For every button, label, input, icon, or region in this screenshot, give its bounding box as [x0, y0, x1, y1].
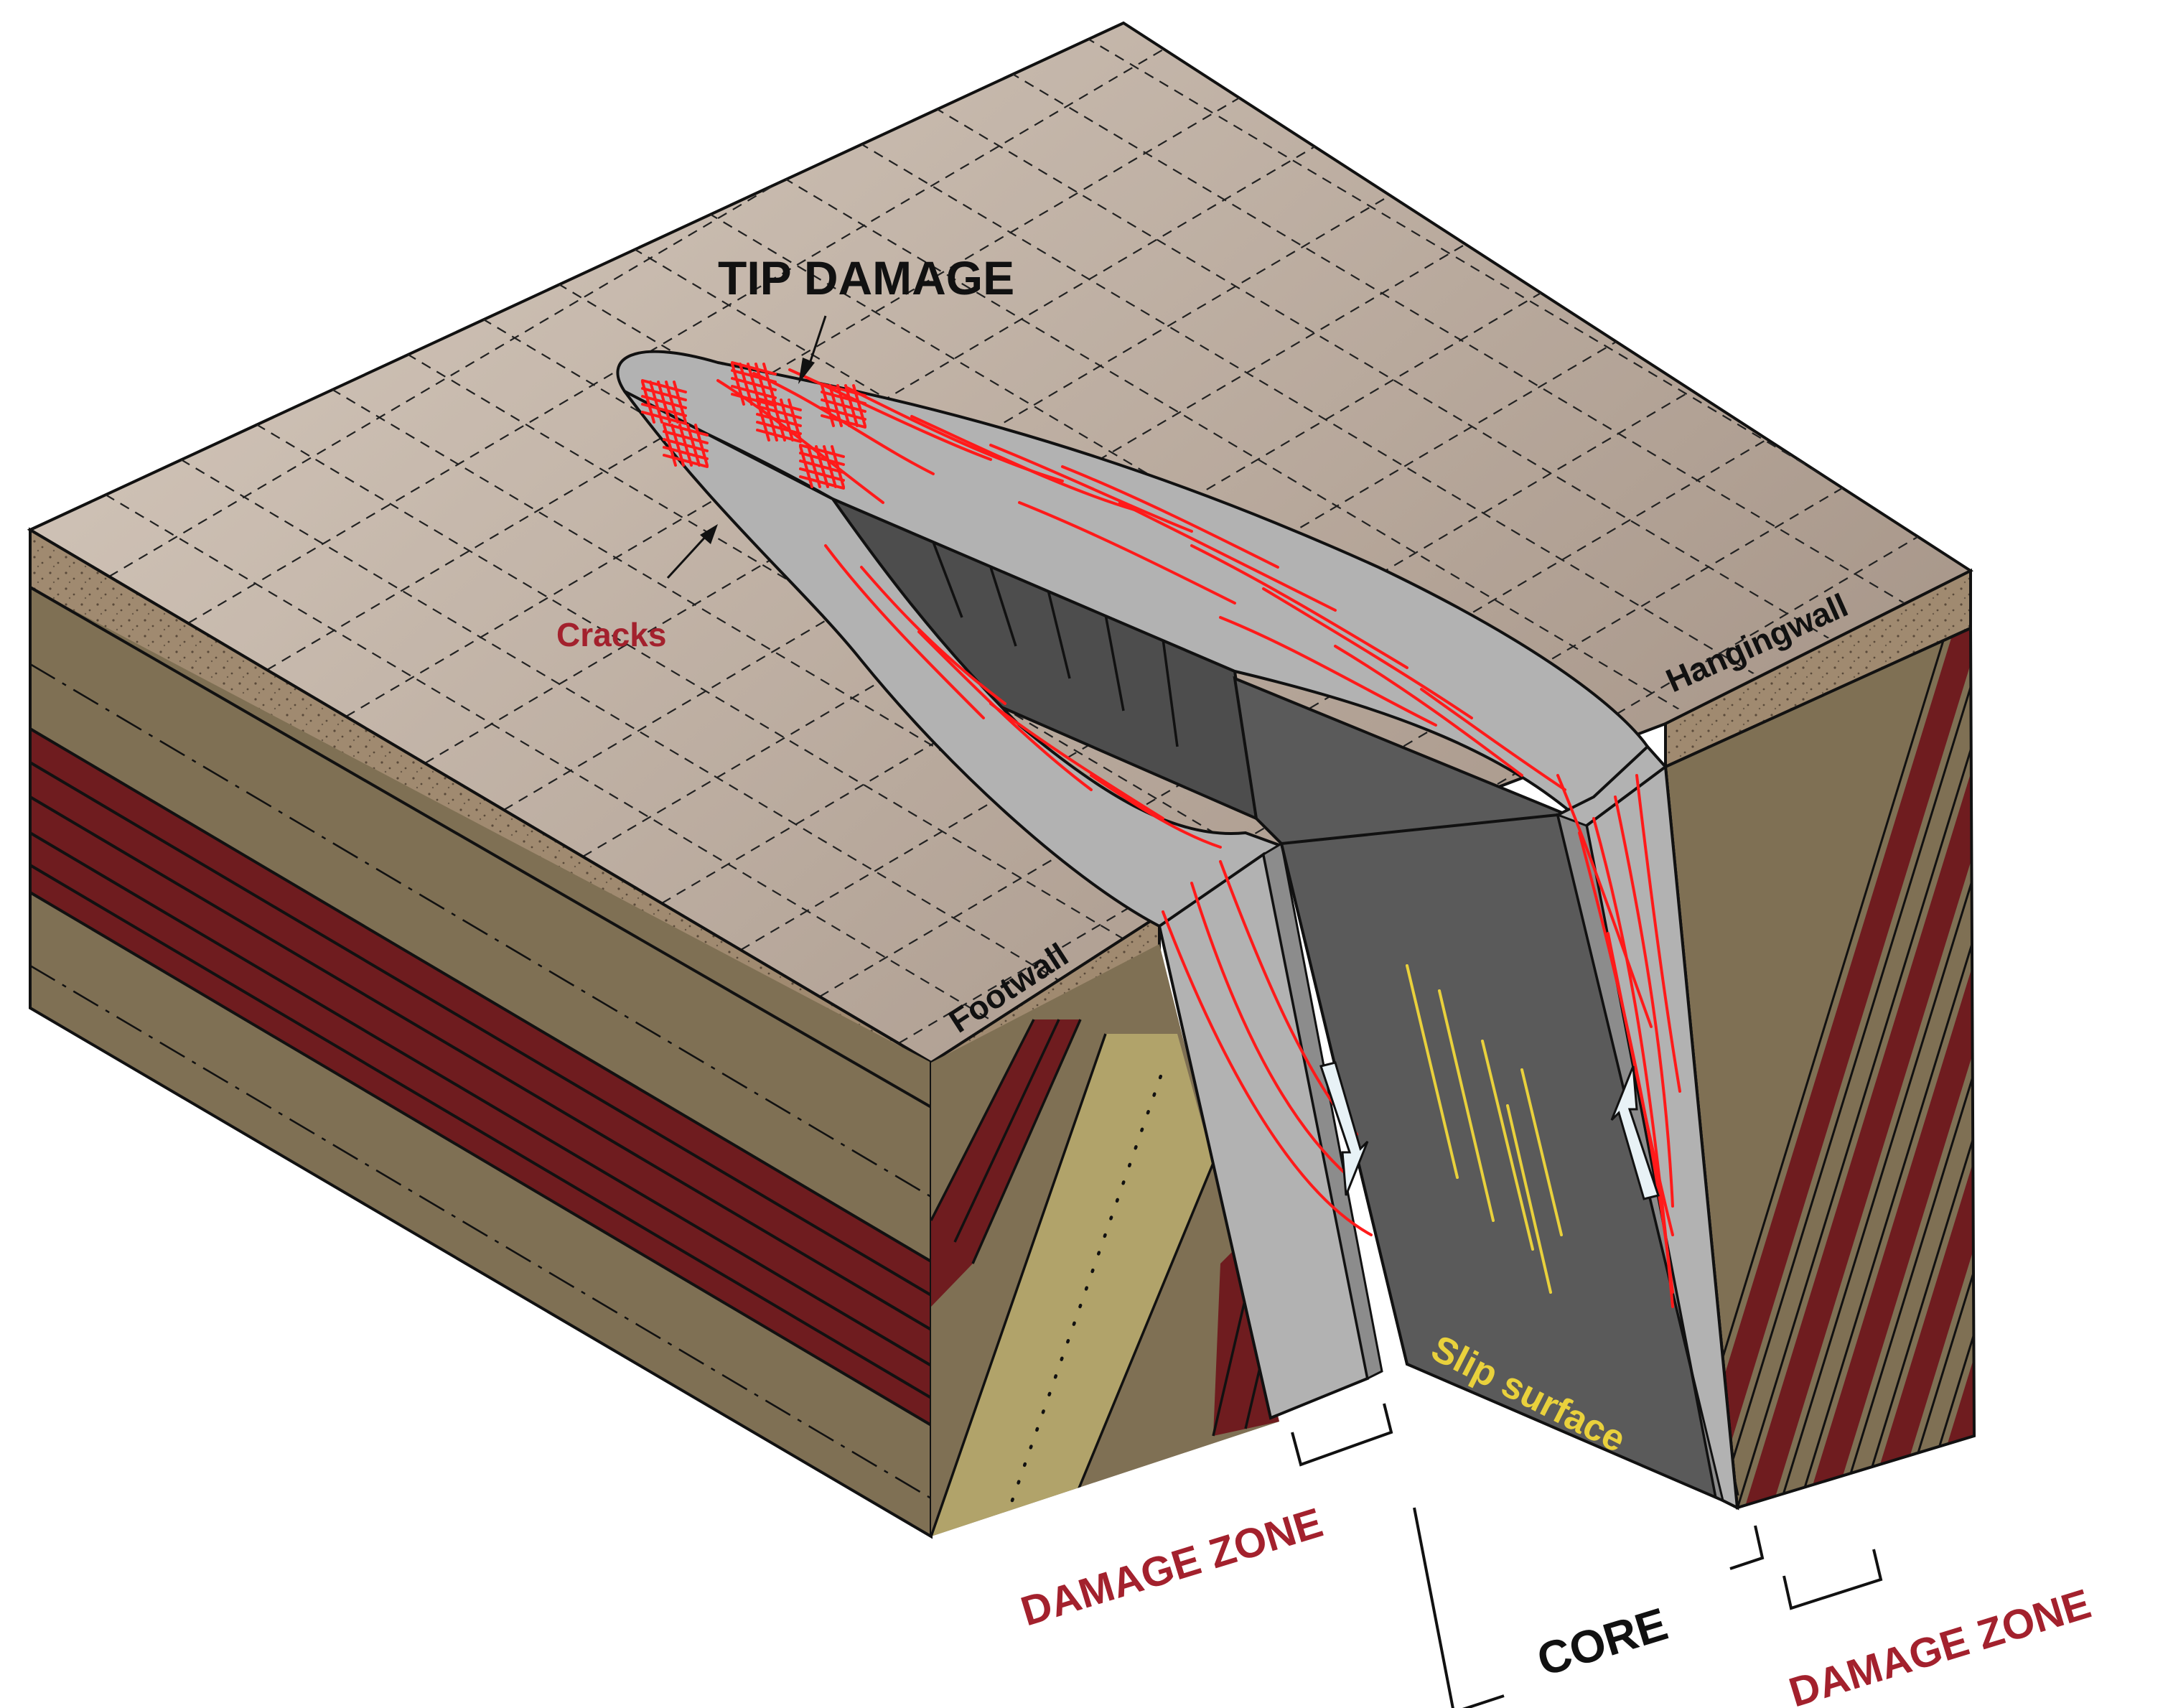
tip-damage-pointer	[798, 315, 827, 384]
hangingwall-slip-arrow	[1610, 1065, 1660, 1200]
hangingwall-strata	[1665, 628, 1974, 1508]
damage-zone-right-bracket	[1782, 1549, 1883, 1610]
cracks-label: Cracks	[556, 616, 666, 653]
damage-zone-left-bracket	[1291, 1403, 1393, 1467]
damage-zone-left-label: DAMAGE ZONE	[1016, 1499, 1328, 1635]
tip-damage-label: TIP DAMAGE	[718, 251, 1014, 304]
core-label: CORE	[1531, 1597, 1673, 1686]
cracks-pointer	[666, 524, 718, 579]
damage-zone-right-label: DAMAGE ZONE	[1784, 1580, 2096, 1708]
core-bracket	[1413, 1507, 1765, 1708]
crack-lines	[641, 361, 1681, 1308]
footwall-slip-arrow	[1319, 1061, 1369, 1196]
slip-striations	[1406, 964, 1563, 1294]
